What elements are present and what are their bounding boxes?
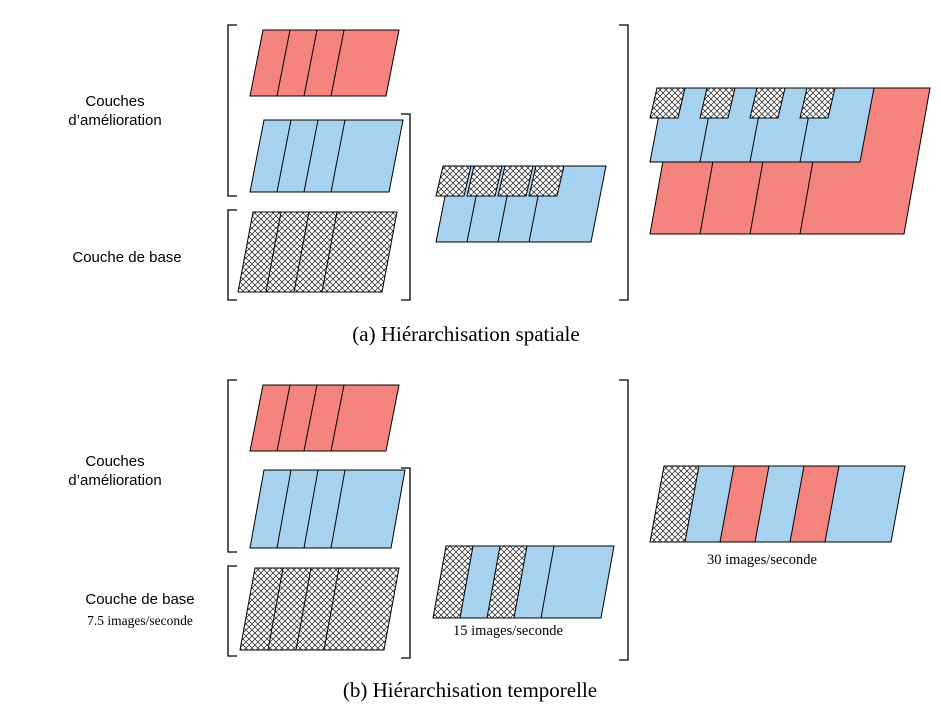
- frame-sheet-red: [330, 384, 400, 452]
- label-base-framerate: 7.5 images/seconde: [87, 613, 193, 628]
- left-bracket: [227, 209, 237, 301]
- frame-sheet-hatch: [699, 87, 736, 119]
- frame-sheet-blue: [824, 465, 906, 543]
- label-enhancement-layers-b-line2: d’amélioration: [68, 472, 162, 489]
- frame-sheet-hatch: [323, 567, 400, 651]
- right-bracket: [619, 24, 629, 301]
- frame-sheet-hatch: [799, 87, 836, 119]
- label-enhancement-layers-a-line2: d’amélioration: [68, 112, 162, 129]
- label-full-framerate: 30 images/seconde: [707, 552, 817, 568]
- frame-sheet-hatch: [435, 165, 472, 197]
- right-bracket: [401, 113, 411, 301]
- left-bracket: [227, 379, 237, 553]
- label-base-layer-a: Couche de base: [72, 249, 182, 266]
- caption-a: (a) Hiérarchisation spatiale: [352, 322, 580, 346]
- label-base-layer-b: Couche de base: [85, 591, 195, 608]
- label-enhancement-layers-a-line1: Couches: [85, 93, 145, 110]
- frame-sheet-hatch: [749, 87, 786, 119]
- label-enhancement-layers-a: Couches d’amélioration: [68, 92, 161, 130]
- frame-sheet-red: [330, 29, 400, 97]
- caption-b: (b) Hiérarchisation temporelle: [342, 678, 598, 702]
- frame-sheet-hatch: [528, 165, 565, 197]
- frame-sheet-hatch: [497, 165, 534, 197]
- frame-sheet-hatch: [466, 165, 503, 197]
- frame-sheet-blue: [330, 119, 404, 193]
- frame-sheet-hatch: [649, 87, 686, 119]
- right-bracket: [401, 467, 411, 659]
- label-enhancement-layers-b: Couches d’amélioration: [68, 452, 161, 490]
- frame-sheet-blue: [330, 469, 406, 549]
- frame-sheet-blue: [540, 545, 615, 619]
- right-bracket: [619, 379, 629, 661]
- label-mid-framerate: 15 images/seconde: [453, 623, 563, 639]
- frame-sheet-hatch: [321, 211, 398, 293]
- left-bracket: [227, 565, 237, 657]
- left-bracket: [227, 24, 237, 197]
- label-enhancement-layers-b-line1: Couches: [85, 453, 145, 470]
